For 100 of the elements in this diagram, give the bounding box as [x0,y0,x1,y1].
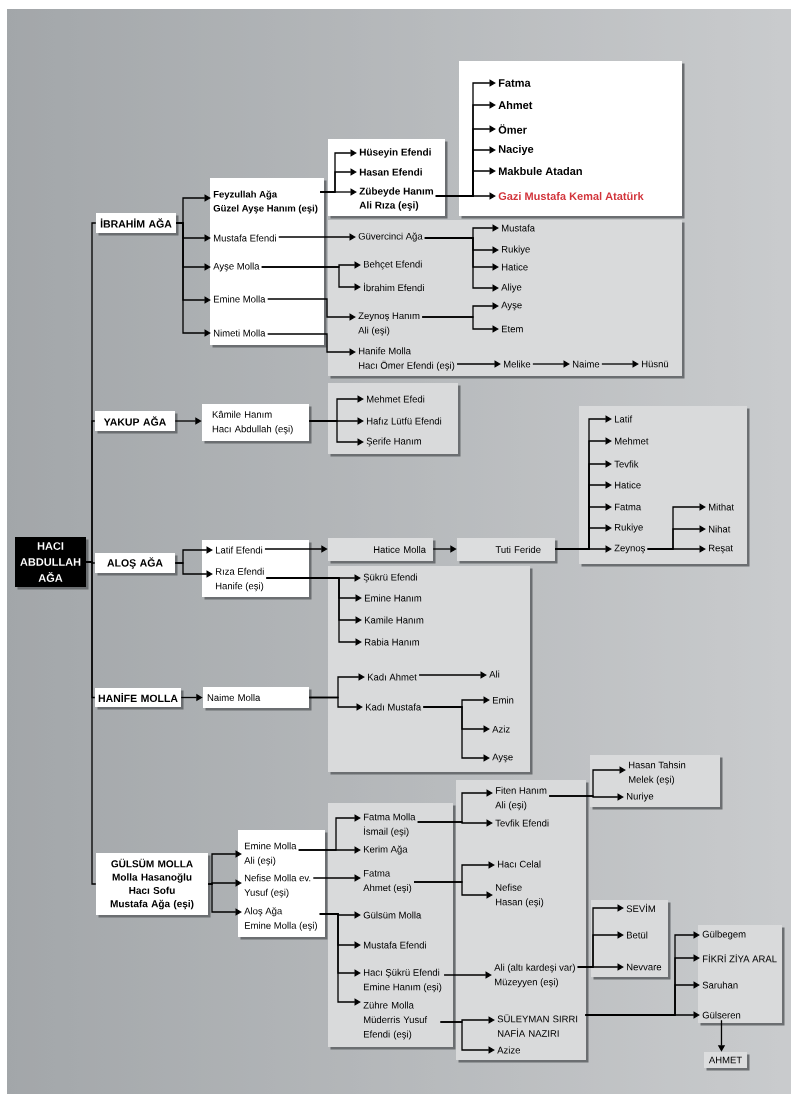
person-name: Nevvare [627,963,662,971]
person-name: Mehmet [615,437,649,445]
connector-arrow [308,420,364,446]
person-name: Reşat [709,544,733,554]
person-name: Behçet Efendi [364,260,422,270]
connector-arrow [417,819,493,827]
name-box: Naime Molla [203,687,312,711]
family-panel [698,925,785,1026]
connector-arrow [312,874,361,882]
person-name: Hanife Molla Hacı Ömer Efendi (eşi) [359,347,455,371]
person-name: Mustafa Efendi [364,941,426,949]
connector-line [85,561,97,885]
connector-arrow [439,1021,495,1054]
person-name: Aziz [492,725,510,733]
person-name: Etem [502,325,523,333]
person-name: Hatice [615,481,641,489]
connector-arrow [432,545,457,553]
connector-arrow [601,360,639,368]
family-panel [590,755,723,810]
person-name: Nefise Molla ev. Yusuf (eşi) [244,874,311,898]
connector-arrow [308,696,363,711]
connector-arrow [422,706,490,762]
family-box [238,830,328,940]
person-name: Kerim Ağa [364,845,408,855]
person-name: SÜLEYMAN SIRRI NAFİA NAZIRI [497,1014,578,1037]
family-panel [328,566,533,775]
person-name: Tevfik Efendi [495,819,549,827]
person-name: Zeynoş [614,544,645,554]
person-name: Gazi Mustafa Kemal Atatürk [498,191,644,201]
person-name: Saruhan [702,981,738,989]
person-name: Mithat [709,503,734,511]
family-panel [591,900,671,980]
person-name: Ayşe Molla [213,262,260,272]
name-box: HANİFE MOLLA [95,688,184,710]
connector-arrow [267,333,356,356]
person-name: Şükrü Efendi [363,573,417,583]
connector-arrow [456,360,501,368]
connector-arrow [418,671,487,679]
person-name: Gülseren [702,1011,741,1019]
person-name: Hacı Şükrü Efendi Emine Hanım (eşi) [364,968,442,993]
connector-arrow [264,545,328,553]
family-panel [328,383,461,457]
person-name: Şerife Hanım [366,437,421,447]
connector-arrow [532,360,570,368]
person-name: Zühre Molla Müderris Yusuf Efendi (eşi) [363,1001,428,1040]
name-box: Hatice Molla [328,538,436,564]
person-name: Latif [615,415,633,423]
name-box: Tuti Feride [457,538,558,564]
person-name: Rıza Efendi Hanife (eşi) [216,567,264,592]
person-name: Tevfik [614,460,639,468]
person-name: Feyzullah Ağa Güzel Ayşe Hanım (eşi) [213,190,318,214]
person-name: Emin [493,696,514,704]
connector-arrow [174,417,202,425]
person-name: Latif Efendi [216,546,263,554]
person-name: Nuriye [627,792,654,802]
person-name: Hasan Efendi [359,168,422,176]
name-box: GÜLSÜM MOLLA Molla Hasanoğlu Hacı Sofu Mustafa Ağa (eşi) [96,853,211,918]
name-box: YAKUP AĞA [95,411,178,434]
person-name: Emine Hanım [365,594,422,602]
person-name: Ali [489,670,500,678]
person-name: Kadı Mustafa [366,703,422,711]
person-name: Hüsnü [642,360,669,368]
connector-arrow [175,222,211,337]
person-name: Ali (altı kardeşi var) Müzeyyen (eşi) [494,963,575,988]
person-name: Mustafa [502,224,535,232]
connector-arrow [646,545,706,553]
family-box [202,540,312,600]
connector-arrow [413,881,493,899]
person-name: Hatice [502,263,528,271]
connector-arrow [265,577,362,646]
person-name: Fatma [498,79,531,87]
person-name: Nefise Hasan (eşi) [496,883,544,908]
connector-arrow [443,971,492,979]
person-name: Zübeyde Hanım Ali Rıza (eşi) [359,187,434,211]
connector-arrow [278,233,356,241]
person-name: Ahmet [498,100,533,110]
person-name: FİKRİ ZİYA ARAL [703,953,777,963]
person-name: Nimeti Molla [214,329,266,337]
person-name: Rabia Hanım [365,638,419,646]
person-name: Kamile Hanım [365,616,424,624]
person-name: Gülbegem [702,930,746,940]
connector-arrow [298,846,361,854]
person-name: Fiten Hanım Ali (eşi) [495,786,547,811]
person-name: Azize [497,1046,520,1054]
person-name: Rukiye [502,245,530,255]
name-box: AHMET [704,1052,750,1071]
person-name: Zeynoş Hanım Ali (eşi) [358,312,420,336]
person-name: Emine Molla Ali (eşi) [244,842,297,866]
family-box [328,139,448,219]
person-name: Makbule Atadan [498,166,582,176]
connector-arrow [435,192,496,200]
person-name: Rukiye [615,523,643,533]
family-panel [456,780,589,1063]
person-name: SEVİM [626,903,655,913]
name-box: İBRAHİM AĞA [96,213,179,236]
person-name: Melike [504,360,531,368]
person-name: Kadı Ahmet [368,673,417,681]
person-name: Ayşe [492,753,513,763]
connector-arrow [261,266,361,291]
person-name: Aliye [501,283,522,293]
